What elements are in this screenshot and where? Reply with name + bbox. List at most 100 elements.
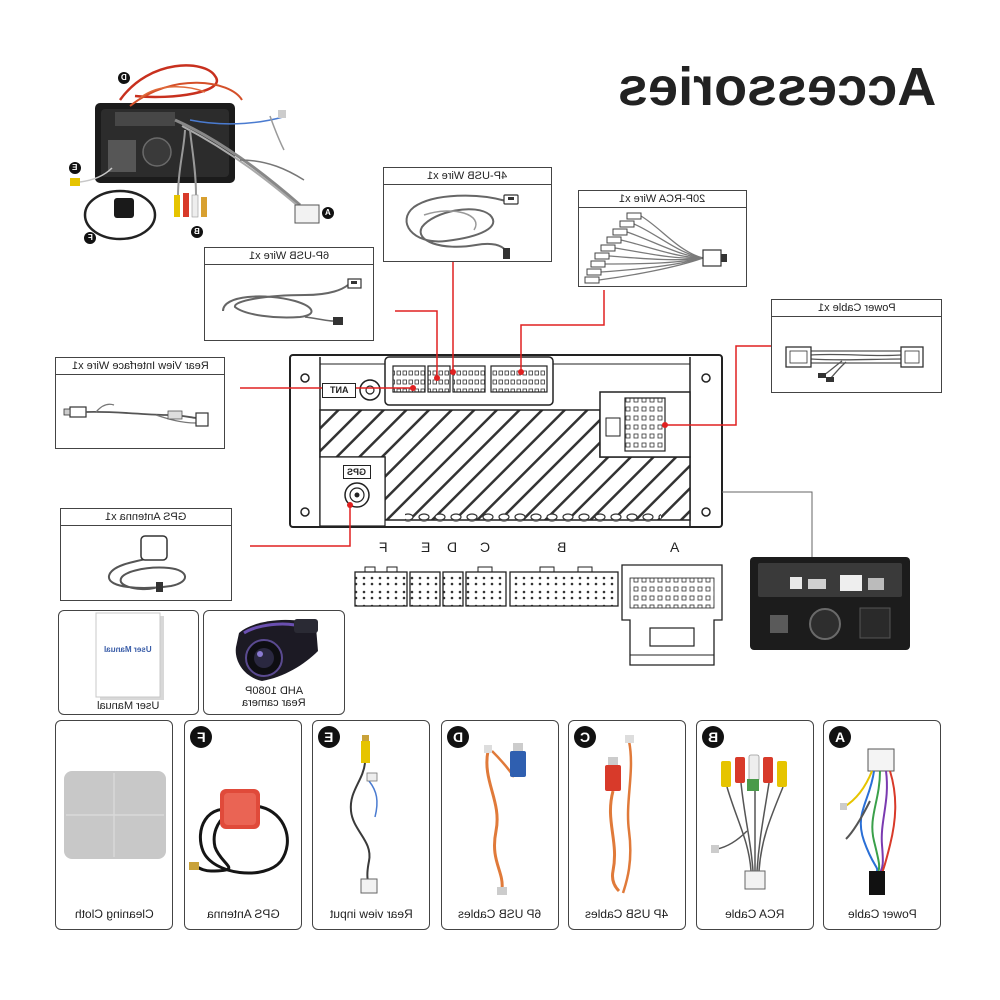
connector-letter-text: D <box>446 539 458 555</box>
page-title: Accessories <box>612 57 942 117</box>
connector-letter-b: B <box>555 539 569 555</box>
item-letter-badge: B <box>702 726 724 748</box>
item-letter: A <box>834 729 846 745</box>
item-card-gps-antenna: F GPS Antenna <box>184 720 302 930</box>
box-title: 20P-RCA Wire x1 <box>619 193 706 205</box>
mount-hole <box>701 507 711 517</box>
item-label-text: Rear view input <box>329 907 413 921</box>
gps-label-text: GPS <box>347 467 367 477</box>
rear-view-wire-drawing <box>63 403 209 427</box>
connector-4p <box>452 365 486 393</box>
item-letter-badge: F <box>190 726 212 748</box>
gps-port-ring <box>349 487 365 503</box>
photo-badge-letter: E <box>72 163 78 172</box>
mount-hole <box>701 373 711 383</box>
box-title: 4P-USB Wire x1 <box>427 170 508 182</box>
box-header: 6P-USB Wire x1 <box>205 248 373 265</box>
power-cable-box: Power Cable x1 <box>771 299 942 393</box>
item-card-6p-usb-cables: D 6P USB Cables <box>441 720 559 930</box>
connector-letter-d: D <box>445 539 459 555</box>
box-title: GPS Antenna x1 <box>105 511 187 523</box>
page-title-text: Accessories <box>617 57 937 117</box>
connector-letter-e: E <box>419 539 433 555</box>
item-card-rear-view-input: E Rear view input <box>312 720 430 930</box>
usb-6p-wire-drawing <box>222 278 362 325</box>
gps-antenna-drawing <box>108 535 186 592</box>
rear-view-interface-wire-box: Rear View Interface Wire x1 <box>55 357 225 449</box>
photo-badge-f: F <box>84 232 96 244</box>
usb-6p-cable-image <box>484 743 526 895</box>
box-header: Rear View Interface Wire x1 <box>56 358 224 375</box>
connector-f <box>354 571 408 607</box>
camera-label-text: AHD 1080P <box>244 685 304 697</box>
item-label-text: GPS Antenna <box>206 907 280 921</box>
item-card-power-cable: A Power Cable <box>823 720 941 930</box>
item-label: 6P USB Cables <box>442 907 558 921</box>
connector-letter-text: E <box>421 539 431 555</box>
ant-label-text: ANT <box>329 385 349 395</box>
connector-tab <box>577 566 593 573</box>
callout-dot <box>662 422 668 428</box>
item-label-text: Power Cable <box>847 907 917 921</box>
ant-label: ANT <box>322 383 356 398</box>
manual-label-text: User Manual <box>97 700 160 712</box>
usb-4p-wire-drawing <box>405 194 519 259</box>
cleaning-cloth-image <box>64 771 166 859</box>
callout-dot <box>347 502 353 508</box>
rca-20p-wire-box: 20P-RCA Wire x1 <box>578 190 747 287</box>
usb-4p-cable-image <box>605 735 634 894</box>
item-letter: F <box>196 729 206 745</box>
rear-view-input-image <box>349 735 378 894</box>
connector-b <box>509 571 619 607</box>
item-label: Power Cable <box>824 907 940 921</box>
camera-label-line-1: AHD 1080P <box>204 685 344 697</box>
connector-d <box>442 571 464 607</box>
connector-c <box>465 571 507 607</box>
item-label: GPS Antenna <box>185 907 301 921</box>
connector-tab <box>386 566 398 573</box>
usb-4p-wire-box: 4P-USB Wire x1 <box>383 167 552 262</box>
item-letter: C <box>579 729 591 745</box>
item-letter-badge: A <box>829 726 851 748</box>
item-label-text: Cleaning Cloth <box>74 907 154 921</box>
rear-camera-image <box>235 619 318 681</box>
connector-letter-c: C <box>478 539 492 555</box>
item-card-rca-cable: B RCA Cable <box>696 720 814 930</box>
box-title: Power Cable x1 <box>817 302 896 314</box>
camera-label-line-2: Rear camera <box>204 697 344 709</box>
item-label: Rear view input <box>313 907 429 921</box>
connector-letter-text: B <box>557 539 567 555</box>
head-unit-diagram <box>289 354 723 528</box>
power-cable-drawing <box>785 346 924 382</box>
callout-gps <box>250 505 351 547</box>
user-manual-card: User Manual User Manual <box>58 610 199 715</box>
item-label-text: 4P USB Cables <box>585 907 669 921</box>
manual-cover-title: User Manual <box>96 645 160 654</box>
item-label-text: RCA Cable <box>725 907 785 921</box>
callout-dot <box>450 369 456 375</box>
wiring-harness-photo <box>70 64 320 241</box>
item-label-text: 6P USB Cables <box>458 907 542 921</box>
photo-badge-letter: F <box>87 233 93 242</box>
item-letter: B <box>707 729 719 745</box>
item-letter-badge: C <box>574 726 596 748</box>
item-label: 4P USB Cables <box>569 907 685 921</box>
callout-6p <box>395 310 438 378</box>
photo-badge-letter: B <box>194 227 200 236</box>
gps-antenna-box: GPS Antenna x1 <box>60 508 232 601</box>
rca-20p-wire-drawing <box>584 212 727 284</box>
rca-cable-image <box>711 754 787 890</box>
item-card-4p-usb-cables: C 4P USB Cables <box>568 720 686 930</box>
photo-badge-letter: A <box>325 208 331 217</box>
connector-tab <box>477 566 493 573</box>
box-title: Rear View Interface Wire x1 <box>71 360 209 372</box>
callout-power <box>665 345 771 426</box>
power-connector <box>624 397 666 452</box>
power-cable-image <box>840 748 897 895</box>
rear-camera-card: AHD 1080P Rear camera <box>203 610 345 715</box>
connector-tab <box>364 566 376 573</box>
user-manual-image <box>95 612 164 700</box>
connector-letter-f: F <box>376 539 390 555</box>
box-header: 4P-USB Wire x1 <box>384 168 551 185</box>
